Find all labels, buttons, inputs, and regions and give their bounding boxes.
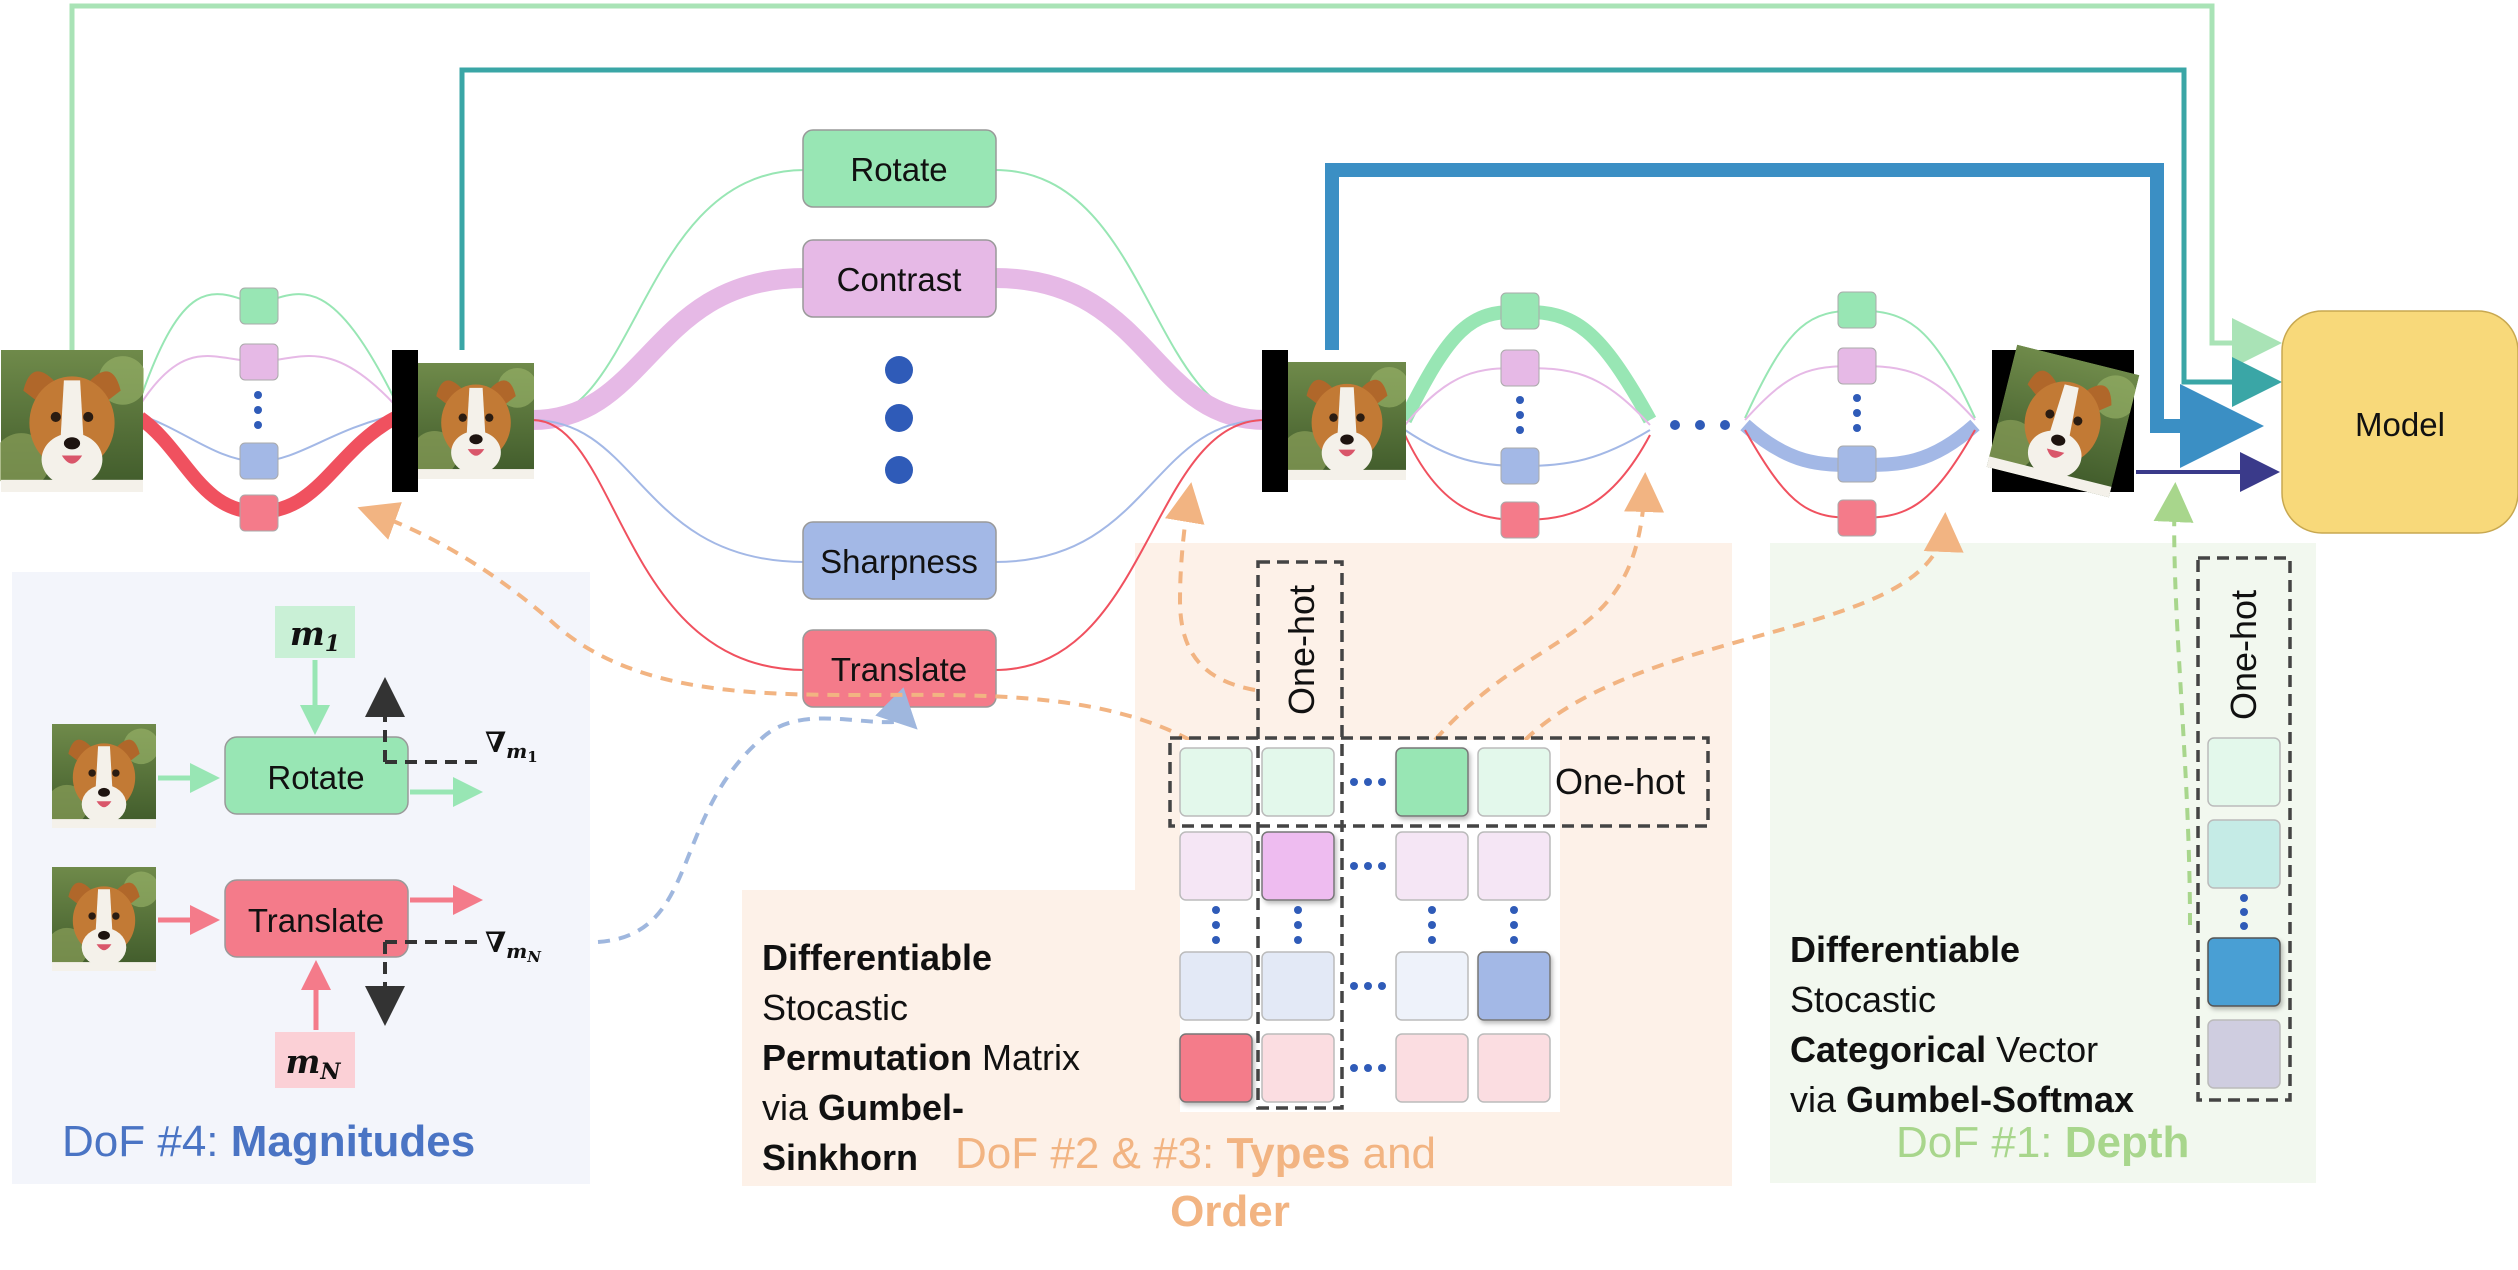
dof1-line1: Differentiable [1790,929,2020,970]
skip-line-light-green [69,3,2282,368]
op-rotate: Rotate [802,129,997,208]
skip-line-teal [459,67,2282,407]
dog-image-aug-2 [1288,362,1406,480]
dof23-line2: Stocastic [762,987,908,1028]
ellipsis-dots [885,356,913,484]
dof1-onehot-label: One-hot [2223,590,2264,720]
dof23-caption-order: Order [1170,1187,1290,1236]
dog-image-input [0,350,144,492]
model-label: Model [2355,406,2445,443]
grad-mN-label: ∇mN [485,926,542,966]
op-translate-label: Translate [831,651,967,688]
op-stack-4 [1740,291,1980,537]
op-contrast-label: Contrast [837,261,962,298]
dof4-caption: DoF #4: Magnitudes [62,1117,475,1166]
mN-label: mN [285,1042,341,1085]
categorical-vector [2196,556,2292,1102]
grad-arrow-orange-4 [1523,512,1964,742]
grad-arrow-green [2153,482,2194,926]
dof4-rotate-box [224,736,409,815]
dof23-caption: DoF #2 & #3: Types and [955,1129,1436,1178]
grad-arrow-magnitude [597,687,918,944]
black-bar-1 [392,350,418,492]
onehot-col-label: One-hot [1281,585,1322,715]
op-rotate-label: Rotate [850,151,947,188]
dog-image-output [1986,344,2140,498]
permutation-matrix [1168,560,1710,1112]
op-sharpness: Sharpness [802,521,997,600]
op-stack-3 [1398,292,1657,539]
dof23-line1: Differentiable [762,937,992,978]
m1-label: m1 [290,614,340,657]
grad-m1-label: ∇m1 [485,726,538,766]
op-contrast: Contrast [802,239,997,318]
model-box: Model [2281,310,2518,534]
chain-ellipsis [1670,420,1730,430]
skip-line-bold-blue [1325,163,2264,468]
grad-arrow-orange-2 [1165,482,1256,692]
dof1-line2: Stocastic [1790,979,1936,1020]
black-bar-2 [1262,350,1288,492]
dof4-content: m1 Rotate ∇m1 Translate ∇mN mN DoF #4: M… [52,606,542,1166]
mN-box [275,1032,355,1088]
dof23-description: Differentiable Stocastic Permutation Mat… [762,937,1080,1178]
dog-image-aug-1 [418,363,534,479]
onehot-row-label: One-hot [1555,761,1685,802]
dof1-line4: via Gumbel-Softmax [1790,1079,2134,1120]
dof4-translate-box [224,879,409,958]
op-stack-1 [135,287,399,532]
dof4-translate-label: Translate [248,902,384,939]
dof23-line4: via Gumbel- [762,1087,964,1128]
op-sharpness-label: Sharpness [820,543,978,580]
dof4-rotate-label: Rotate [267,759,364,796]
dog-thumb-rotate [52,724,156,828]
dof23-line5: Sinkhorn [762,1137,918,1178]
op-translate: Translate [802,629,997,708]
dof1-line3: Categorical Vector [1790,1029,2098,1070]
m1-box [275,606,355,658]
dof23-line3: Permutation Matrix [762,1037,1080,1078]
dof1-caption: DoF #1: Depth [1896,1118,2189,1167]
dog-thumb-translate [52,867,156,971]
dof1-description: Differentiable Stocastic Categorical Vec… [1790,929,2134,1120]
